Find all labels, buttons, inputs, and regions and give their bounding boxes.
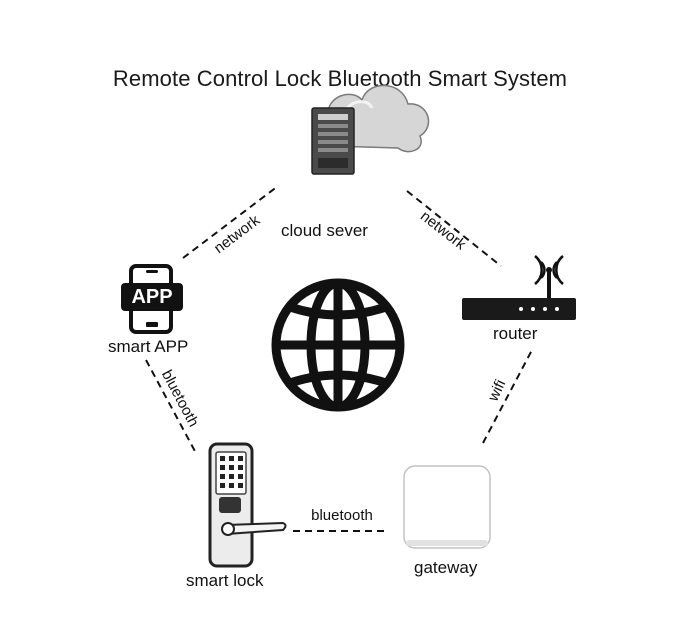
diagram-title: Remote Control Lock Bluetooth Smart Syst…	[112, 66, 568, 91]
node-label-gateway: gateway	[414, 558, 478, 577]
cloud-server-icon	[311, 84, 430, 175]
globe-icon	[271, 278, 405, 412]
link-cloud-router-line	[406, 190, 502, 267]
router-icon	[462, 255, 576, 320]
smart-lock-icon	[208, 442, 287, 568]
node-label-router: router	[493, 324, 538, 343]
node-label-smart-lock: smart lock	[186, 571, 264, 590]
link-app-cloud-line	[182, 185, 279, 259]
node-label-smart-app: smart APP	[108, 337, 189, 356]
gateway-icon	[403, 465, 491, 549]
smartphone-app-icon	[121, 264, 183, 334]
app-icon-text: APP	[131, 286, 173, 308]
link-label-lock-gateway: bluetooth	[311, 507, 373, 524]
node-label-cloud-sever: cloud sever	[281, 221, 368, 240]
link-app-lock-line	[145, 359, 198, 456]
link-gateway-router-line	[482, 349, 533, 444]
